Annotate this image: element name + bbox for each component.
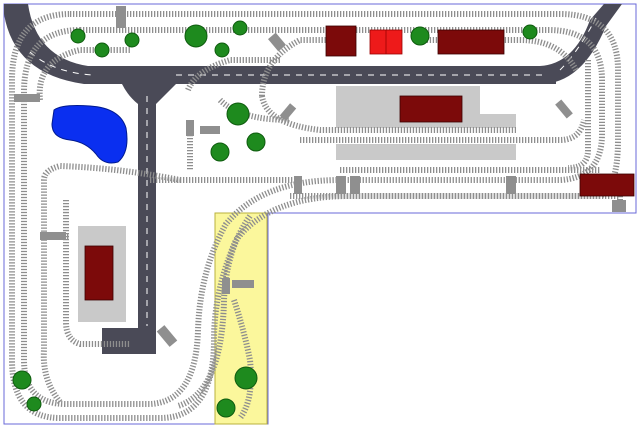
tree-icon (232, 20, 248, 36)
road-network (4, 4, 622, 354)
building-icon (325, 25, 357, 57)
station-platform (336, 144, 516, 160)
pond-icon (51, 105, 128, 164)
tree-icon (26, 396, 42, 412)
tree-icon (124, 32, 140, 48)
crossing-gate-icon (268, 32, 286, 52)
crossing-gate-icon (156, 325, 178, 347)
crossing-gate-icon (279, 103, 297, 121)
crossing-gate-icon (232, 280, 254, 288)
tree-icon (214, 42, 230, 58)
station-building-icon (84, 245, 114, 301)
tree-icon (234, 366, 258, 390)
crossing-gate-icon (186, 120, 194, 136)
crossing-gate-icon (40, 232, 66, 240)
crossing-gate-icon (555, 99, 573, 119)
buildings (84, 25, 635, 301)
track-network (9, 11, 623, 421)
tree-icon (94, 42, 110, 58)
building-icon (437, 29, 505, 55)
tree-icon (246, 132, 266, 152)
tree-icon (210, 142, 230, 162)
station-platform (112, 226, 126, 322)
crossing-gate-icon (506, 176, 516, 194)
tree-icon (184, 24, 208, 48)
yellow-module (214, 212, 268, 425)
building-icon (579, 173, 635, 197)
tree-icon (12, 370, 32, 390)
tree-icon (216, 398, 236, 418)
tree-icon (522, 24, 538, 40)
tree-icon (410, 26, 430, 46)
trees (12, 20, 538, 418)
crossing-gate-icon (612, 200, 626, 212)
station-building-icon (399, 95, 463, 123)
crossing-gate-icon (294, 176, 302, 194)
crossing-gate-icon (200, 126, 220, 134)
crossing-gate-icon (350, 176, 360, 194)
crossing-gate-icon (336, 176, 346, 194)
crossing-gates (14, 6, 626, 347)
tree-icon (70, 28, 86, 44)
crossing-gate-icon (14, 94, 40, 102)
tree-icon (226, 102, 250, 126)
crossing-gate-icon (222, 278, 230, 294)
crossing-gate-icon (116, 6, 126, 28)
